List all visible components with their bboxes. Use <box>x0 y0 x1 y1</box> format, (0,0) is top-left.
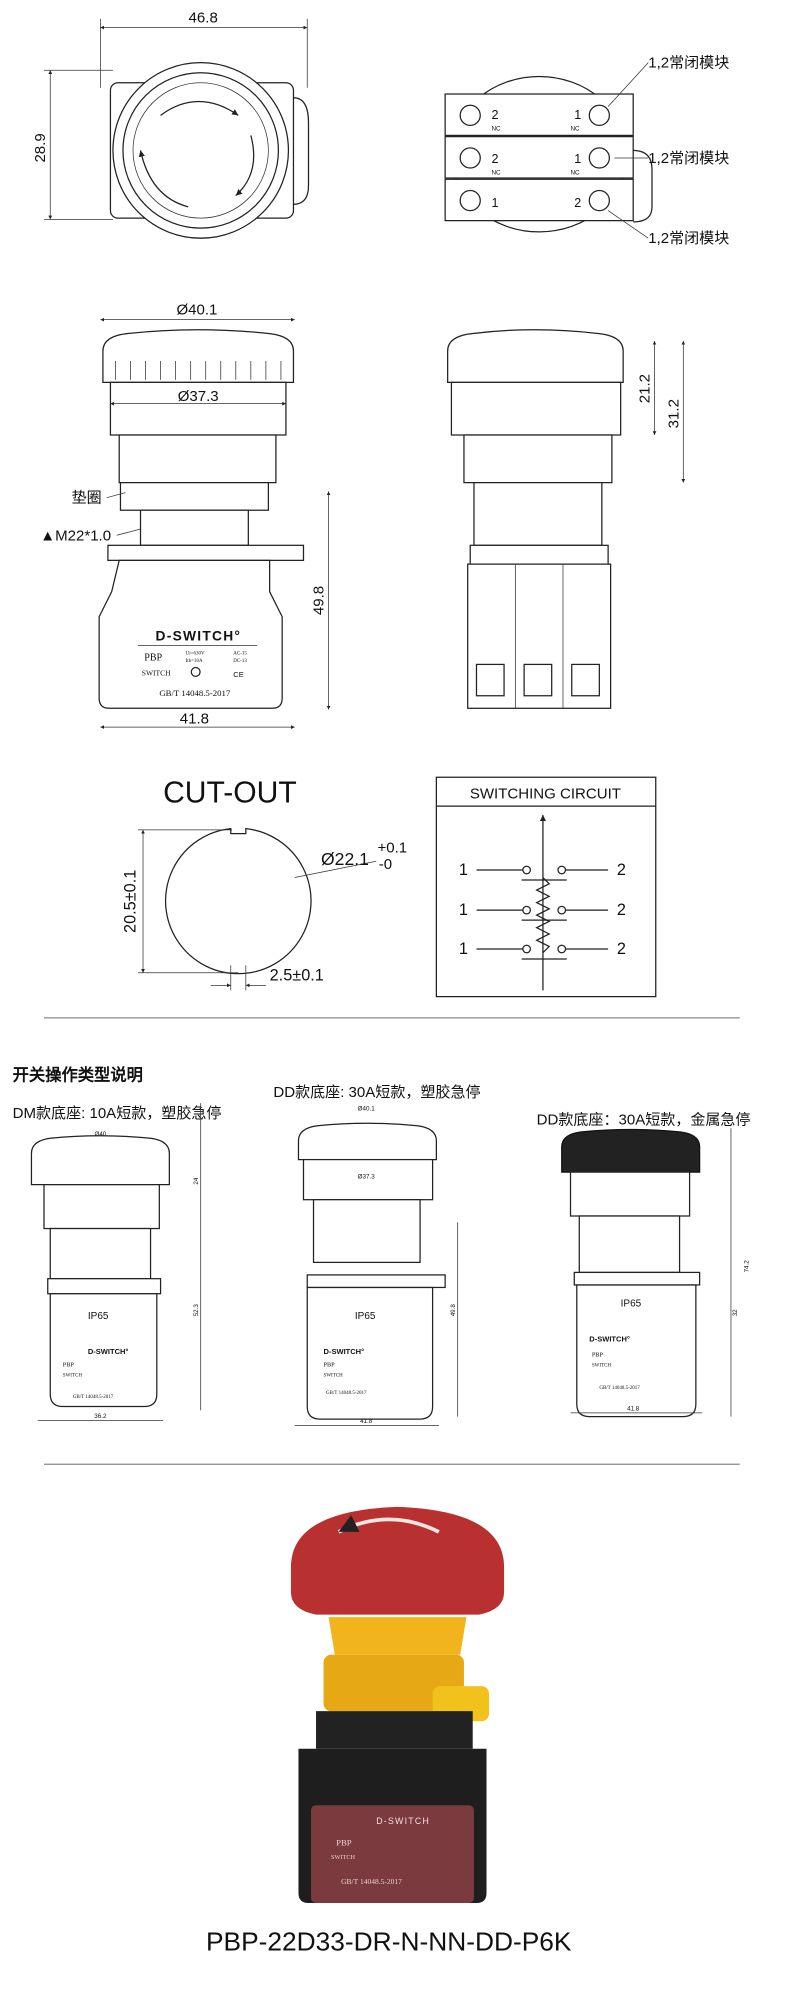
top-width-dim: 46.8 <box>189 10 218 27</box>
gasket-label: 垫圈 <box>72 490 102 507</box>
types-heading: 开关操作类型说明 <box>13 1066 143 1085</box>
thread-label: ▲M22*1.0 <box>40 527 111 544</box>
types-items-0-w-text: 36.2 <box>94 1413 107 1420</box>
front_view-brand-text: D-SWITCH° <box>324 1347 365 1356</box>
types-items-1-h2-text: 49.8 <box>450 1304 457 1317</box>
front_view-type-text: SWITCH <box>142 669 171 678</box>
photo-type-text: SWITCH <box>331 1854 355 1861</box>
top-height-dim: 28.9 <box>32 133 49 162</box>
front_view-type-text: SWITCH <box>324 1373 344 1378</box>
switching-circuit: SWITCHING CIRCUIT 1 1 1 2 2 2 <box>435 776 657 998</box>
front_view-model-text: PBP <box>144 653 162 664</box>
module-label-3: 1,2常闭模块 <box>648 230 729 247</box>
circuit-left_labels-2-text: 1 <box>459 940 468 958</box>
type-drawing-dm: Ø40 IP65 D-SWITCH° PBP SWITCH GB/T 14048… <box>30 1103 202 1421</box>
contact-rows <box>476 865 609 960</box>
front-height-dim: 49.8 <box>311 586 328 615</box>
rear_view-nc-text: NC <box>492 125 502 132</box>
cutout-diagram: CUT-OUT 20.5±0.1 Ø22.1 +0.1 -0 2.5±0.1 <box>122 776 407 991</box>
cutout-key-dim: 2.5±0.1 <box>270 966 324 984</box>
type-title-dd-plastic: DD款底座: 30A短款，塑胶急停 <box>273 1084 480 1101</box>
top-view: 46.8 28.9 <box>32 10 310 239</box>
rear_view-terminal_left-text: 2 <box>492 108 499 122</box>
type-drawing-dd-plastic: Ø40.1 Ø37.3 IP65 D-SWITCH° PBP SWITCH GB… <box>294 1106 459 1426</box>
front_view-rating_ui-text: Ui=630V <box>186 651 205 656</box>
rear_view-bottom_right-text: 2 <box>574 196 581 210</box>
types-items-2-h2-text: 74.2 <box>744 1260 751 1273</box>
product-code: PBP-22D33-DR-N-NN-DD-P6K <box>206 1927 572 1957</box>
rear-view: 2 1 NC NC 2 1 NC NC 1 2 1,2常闭模块 1,2常闭模块 … <box>444 55 729 247</box>
cutout-flat-dim: 20.5±0.1 <box>122 870 140 933</box>
front_view-standard-text: GB/T 14048.5-2017 <box>326 1391 367 1396</box>
module-label-1: 1,2常闭模块 <box>648 55 729 72</box>
front_view-model-text: PBP <box>592 1351 604 1358</box>
types-items-2-w-text: 41.8 <box>627 1405 640 1412</box>
cutout-tol_plus-text: +0.1 <box>377 839 407 856</box>
circuit-title: SWITCHING CIRCUIT <box>470 786 621 803</box>
front_view-ce-text: CE <box>233 670 243 679</box>
cutout-diameter: Ø22.1 <box>321 849 369 869</box>
rear_view-terminal_right-text: 1 <box>574 108 581 122</box>
type-drawing-dd-metal: IP65 D-SWITCH° PBP SWITCH GB/T 14048.5-2… <box>561 1128 751 1418</box>
front_view-standard-text: GB/T 14048.5-2017 <box>599 1386 640 1391</box>
types-items-1-dia2-text: Ø37.3 <box>358 1173 376 1180</box>
types-items-1-dia-text: Ø40.1 <box>358 1106 376 1113</box>
front_view-standard-text: GB/T 14048.5-2017 <box>159 688 231 698</box>
front-view: Ø40.1 Ø37.3 垫圈 ▲M22*1.0 D-SWITCH° PBP SW… <box>40 302 331 729</box>
side_view-dim_cap-text: 21.2 <box>636 374 653 403</box>
circuit-left_labels-0-text: 1 <box>459 861 468 879</box>
types-items-0-dia-text: Ø40 <box>94 1131 106 1138</box>
rear_view-nc-text: NC <box>571 125 581 132</box>
side-view: 21.2 31.2 <box>447 329 686 709</box>
types-items-2-ip-text: IP65 <box>621 1298 642 1309</box>
types-items-0-ip-text: IP65 <box>88 1311 109 1322</box>
types-items-0-h2-text: 52.3 <box>193 1304 200 1317</box>
front_view-type-text: SWITCH <box>592 1363 612 1368</box>
cap-diameter: Ø40.1 <box>176 302 217 319</box>
type-title-dm: DM款底座: 10A短款，塑胶急停 <box>13 1105 222 1122</box>
front_view-ac-text: AC-15 <box>233 651 247 656</box>
types-items-1-ip-text: IP65 <box>355 1311 376 1322</box>
photo-standard-text: GB/T 14048.5-2017 <box>341 1877 402 1886</box>
cutout-tol_minus-text: -0 <box>379 856 392 873</box>
circuit-right_labels-2-text: 2 <box>617 940 626 958</box>
switch-types-section: 开关操作类型说明 DM款底座: 10A短款，塑胶急停 DD款底座: 30A短款，… <box>13 1066 751 1426</box>
side_view-dim_total-text: 31.2 <box>665 399 682 428</box>
photo-brand-text: D-SWITCH <box>376 1816 430 1826</box>
front_view-model-text: PBP <box>324 1361 336 1368</box>
terminal-screws <box>459 104 610 212</box>
module-label-2: 1,2常闭模块 <box>648 150 729 167</box>
types-items-1-w-text: 41.8 <box>360 1418 373 1425</box>
product-photo: D-SWITCH PBP SWITCH GB/T 14048.5-2017 <box>290 1506 505 1903</box>
front_view-type-text: SWITCH <box>63 1373 83 1378</box>
rear_view-nc-text: NC <box>492 169 502 176</box>
base-width-dim: 41.8 <box>180 710 209 727</box>
circuit-right_labels-0-text: 2 <box>617 861 626 879</box>
rear_view-terminal_right-text: 1 <box>574 152 581 166</box>
ring-diameter: Ø37.3 <box>178 388 219 405</box>
rear_view-terminal_left-text: 2 <box>492 152 499 166</box>
types-items-2-h1-text: 32 <box>732 1309 739 1316</box>
types-items-0-h1-text: 24 <box>193 1177 200 1184</box>
front_view-brand-text: D-SWITCH° <box>589 1334 630 1343</box>
rear_view-nc-text: NC <box>571 169 581 176</box>
circuit-right_labels-1-text: 2 <box>617 901 626 919</box>
front_view-dc-text: DC-13 <box>233 659 247 664</box>
front_view-brand-text: D-SWITCH° <box>88 1347 129 1356</box>
front_view-standard-text: GB/T 14048.5-2017 <box>73 1395 114 1400</box>
front_view-model-text: PBP <box>63 1361 75 1368</box>
rear_view-bottom_left-text: 1 <box>492 196 499 210</box>
circuit-left_labels-1-text: 1 <box>459 901 468 919</box>
front_view-rating_ith-text: Ith=10A <box>186 659 203 664</box>
photo-model-text: PBP <box>336 1837 352 1847</box>
brand-label: D-SWITCH° <box>156 629 242 644</box>
cutout-title: CUT-OUT <box>163 776 297 809</box>
type-title-dd-metal: DD款底座：30A短款，金属急停 <box>537 1111 751 1128</box>
